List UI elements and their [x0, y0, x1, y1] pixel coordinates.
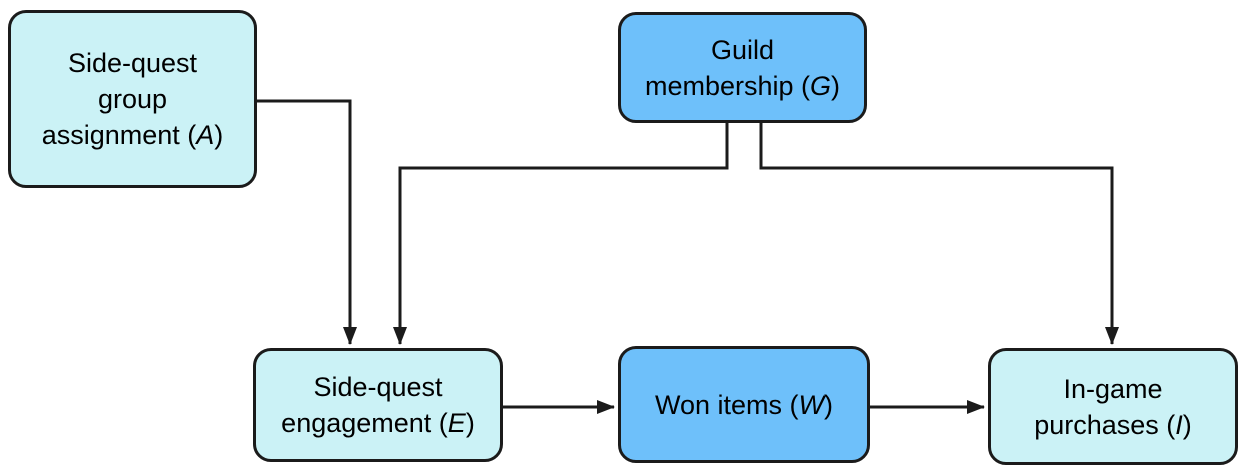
node-label: In-game purchases (I)	[1034, 373, 1192, 440]
node-label: Won items (W)	[654, 389, 833, 420]
node-label: Side-quest group assignment (A)	[41, 48, 224, 150]
node-label: Side-quest engagement (E)	[281, 372, 475, 438]
node-in-game-purchases: In-game purchases (I)	[988, 348, 1238, 465]
edge-G-to-E	[393, 123, 729, 345]
edge-G-to-I	[759, 123, 1119, 345]
node-won-items: Won items (W)	[618, 346, 870, 463]
node-side-quest-group-assignment: Side-quest group assignment (A)	[8, 10, 257, 188]
node-guild-membership: Guild membership (G)	[618, 12, 867, 123]
node-label: Guild membership (G)	[644, 34, 841, 101]
edge-A-to-E	[257, 99, 357, 345]
node-side-quest-engagement: Side-quest engagement (E)	[253, 348, 503, 462]
